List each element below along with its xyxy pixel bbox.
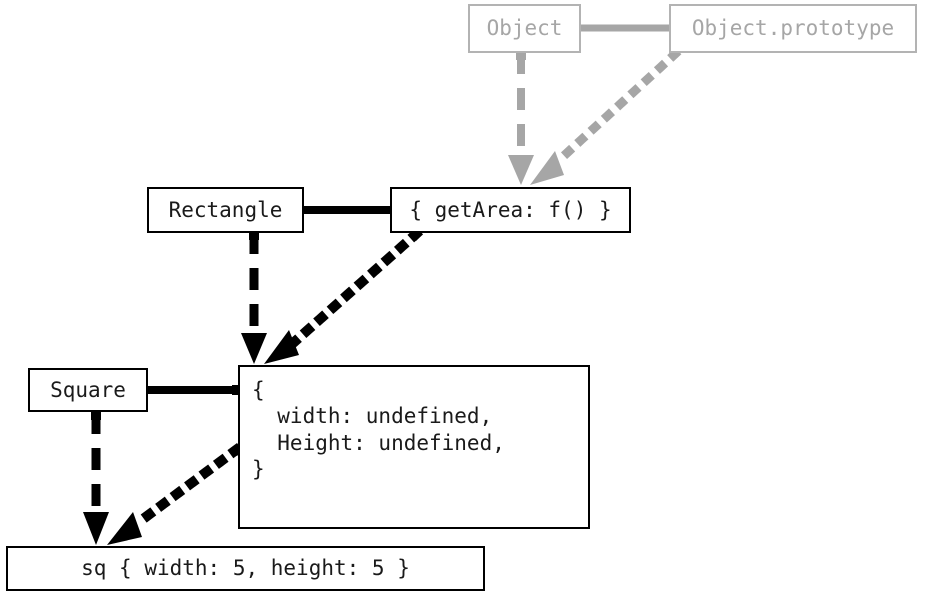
node-rectangle-prototype-label: { getArea: f() } <box>409 197 612 222</box>
node-object-label: Object <box>486 16 563 41</box>
arrowhead-down-black-2 <box>83 512 109 545</box>
edge-square-prototype-to-sq-instance <box>128 443 243 532</box>
arrowhead-diagonal-black-2 <box>107 512 142 545</box>
node-object-prototype-label: Object.prototype <box>691 16 895 41</box>
arrowhead-diagonal-black-1 <box>264 330 299 364</box>
arrowhead-down-black-1 <box>241 333 267 364</box>
arrowhead-diagonal-gray <box>530 151 564 185</box>
node-square-label: Square <box>50 377 126 402</box>
node-rectangle-prototype[interactable]: { getArea: f() } <box>390 187 631 233</box>
node-sq-instance-label: sq { width: 5, height: 5 } <box>81 556 410 581</box>
node-square[interactable]: Square <box>28 368 148 412</box>
node-sq-instance[interactable]: sq { width: 5, height: 5 } <box>6 546 485 591</box>
node-object[interactable]: Object <box>468 4 581 53</box>
node-square-prototype-label: { width: undefined, Height: undefined, } <box>252 378 505 481</box>
edge-object-prototype-to-rectangle-prototype <box>549 47 682 170</box>
edge-rectangle-prototype-to-square-prototype <box>284 226 424 352</box>
node-object-prototype[interactable]: Object.prototype <box>669 4 917 53</box>
node-square-prototype[interactable]: { width: undefined, Height: undefined, } <box>238 365 590 529</box>
node-rectangle-label: Rectangle <box>168 197 283 222</box>
arrowhead-down-gray <box>508 155 534 185</box>
node-rectangle[interactable]: Rectangle <box>147 187 304 233</box>
